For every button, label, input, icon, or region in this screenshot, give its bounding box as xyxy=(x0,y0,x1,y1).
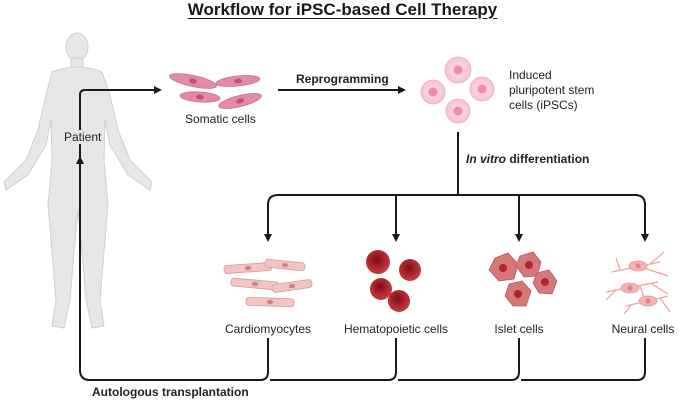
islet-cells-label: Islet cells xyxy=(494,322,544,336)
autologous-return-lines xyxy=(79,160,646,381)
human-body-icon xyxy=(3,32,153,329)
differentiation-rest: differentiation xyxy=(506,152,590,166)
hematopoietic-cells-label: Hematopoietic cells xyxy=(343,322,449,336)
somatic-cells-label: Somatic cells xyxy=(185,112,256,126)
islet-cell-icon xyxy=(488,251,558,307)
differentiation-branches xyxy=(267,132,646,237)
ipsc-icon xyxy=(420,56,495,124)
cardiomyocyte-icon xyxy=(223,258,313,308)
autologous-transplantation-label: Autologous transplantation xyxy=(92,385,249,399)
reprogramming-label: Reprogramming xyxy=(296,72,389,86)
patient-to-somatic-arrow xyxy=(79,86,162,170)
patient-label: Patient xyxy=(62,130,104,144)
diagram-title: Workflow for iPSC-based Cell Therapy xyxy=(187,0,498,19)
cardiomyocytes-label: Cardiomyocytes xyxy=(224,322,312,336)
ipsc-label-line3: cells (iPSCs) xyxy=(509,98,578,112)
ipsc-label-line1: Induced xyxy=(509,68,552,82)
somatic-cells-icon xyxy=(169,73,262,109)
hematopoietic-cell-icon xyxy=(366,250,421,312)
differentiation-label: In vitro differentiation xyxy=(466,152,589,166)
differentiation-italic: In vitro xyxy=(466,152,507,166)
neural-cells-label: Neural cells xyxy=(611,322,675,336)
ipsc-label-line2: pluripotent stem xyxy=(509,83,595,97)
